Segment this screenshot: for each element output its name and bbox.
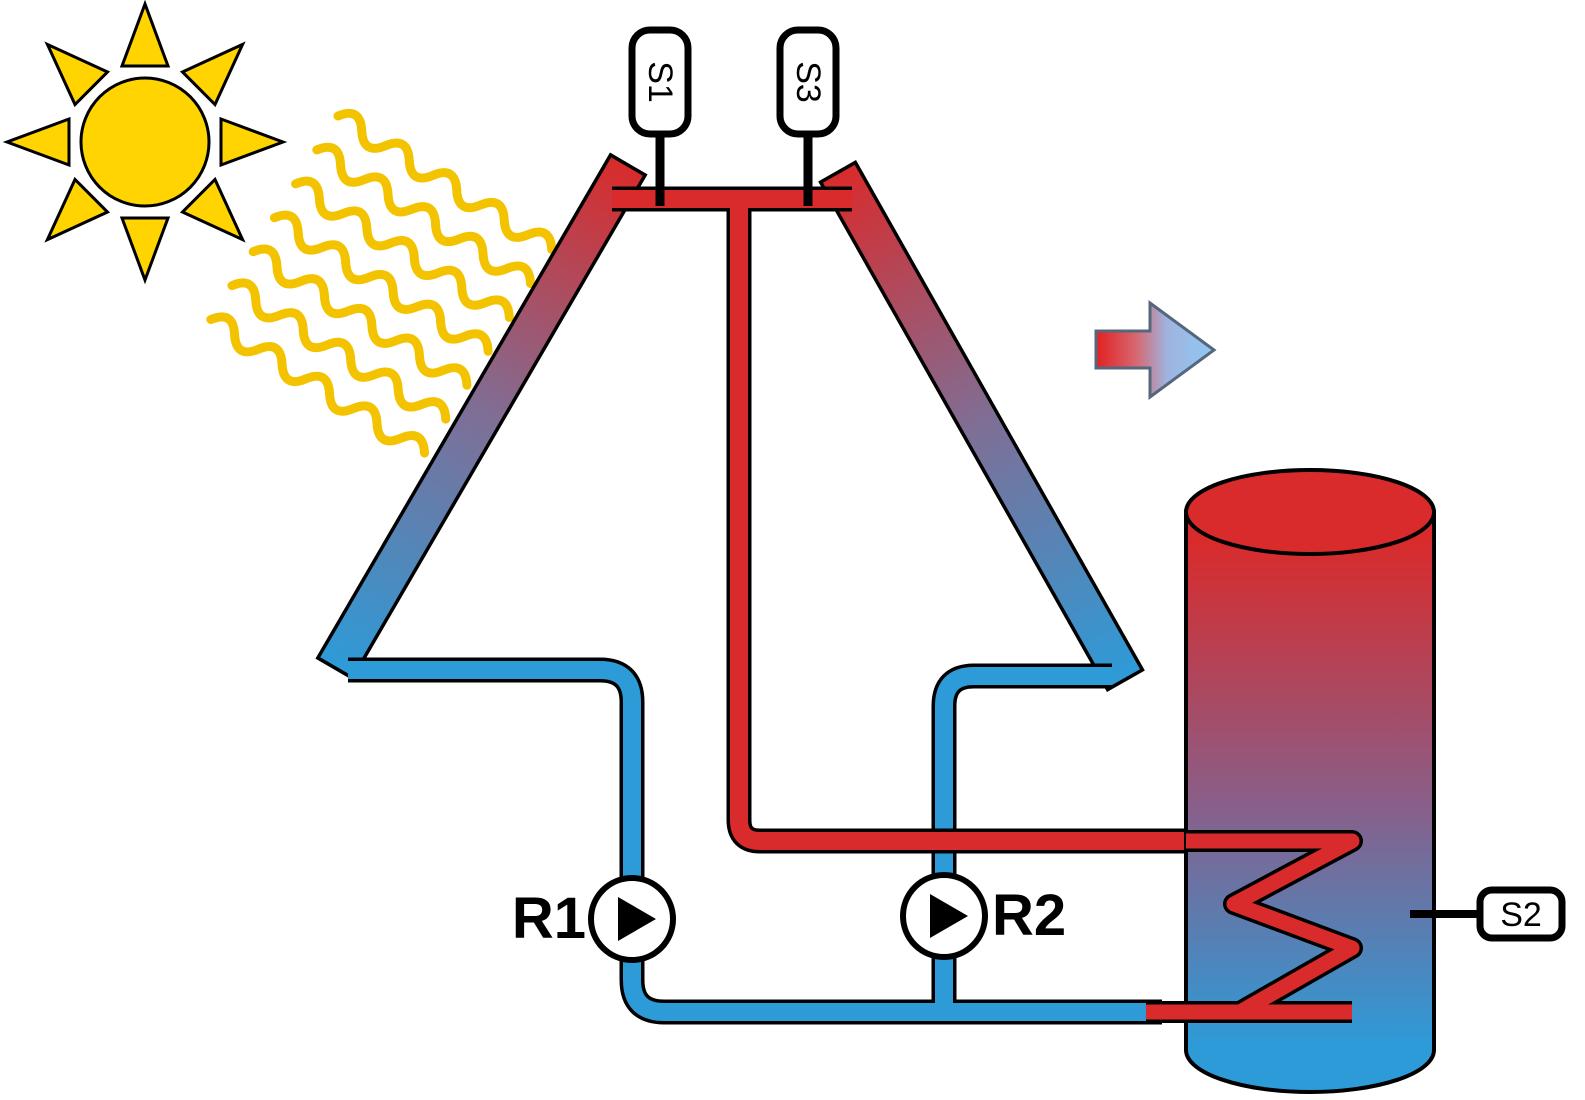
tank-body: [1184, 510, 1436, 1094]
tank-top: [1184, 468, 1436, 556]
sun-ray-icons: [5, 0, 285, 282]
pump-r1-label: R1: [512, 886, 586, 951]
pump-r2-rotor-icon: [930, 894, 968, 938]
return-pipes: [348, 661, 1162, 1021]
sensor-s1-pill: [628, 26, 692, 138]
pump-r2-label: R2: [992, 883, 1066, 948]
sun-ray-icon: [119, 0, 171, 68]
heat-exchanger-coil: [1146, 833, 1360, 1020]
sensor-s1: S1: [628, 26, 692, 206]
sensor-s2: S2: [1410, 886, 1566, 942]
right-solar-collector: [818, 160, 1145, 692]
sun-icon: [5, 0, 285, 282]
sun-disc: [79, 76, 211, 208]
return-pipe-right: [935, 667, 1112, 1016]
sensor-s3-pill: [776, 26, 840, 138]
sensor-s2-pill: [1476, 886, 1566, 942]
supply-pipe-to-tank: [730, 195, 1198, 850]
solar-radiation-waves: [206, 108, 557, 458]
sensor-s3-label: S3: [789, 61, 827, 103]
left-solar-collector: [315, 152, 648, 681]
pump-r1: R1: [512, 875, 676, 963]
pump-r1-rotor-icon: [618, 897, 656, 941]
storage-tank: [1184, 468, 1436, 1094]
pump-r2: R2: [900, 872, 1066, 960]
heat-transfer-arrow-icon: [1094, 300, 1217, 400]
return-pipe-left: [348, 661, 1162, 1021]
sensor-s1-label: S1: [641, 61, 679, 103]
sensor-s2-label: S2: [1500, 896, 1542, 934]
sensor-s3: S3: [776, 26, 840, 206]
